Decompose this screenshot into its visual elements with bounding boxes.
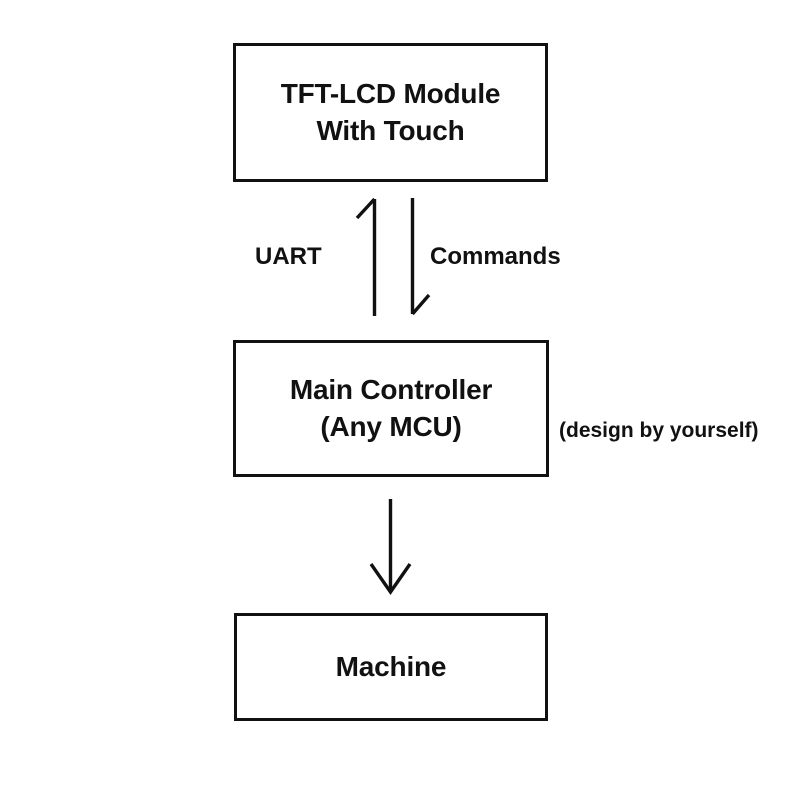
node-tft-lcd-module-line-1: TFT-LCD Module (280, 77, 501, 109)
edge-uart-up-arrow (355, 197, 377, 316)
edge-label-commands: Commands (430, 243, 561, 270)
node-main-controller: Main Controller (Any MCU) (233, 340, 549, 477)
node-main-controller-line-1: Main Controller (289, 373, 493, 405)
edge-commands-down-arrow (410, 198, 431, 316)
edge-controller-to-machine-arrow (369, 499, 412, 595)
node-machine-line-1: Machine (335, 650, 447, 682)
node-main-controller-line-2: (Any MCU) (320, 410, 462, 442)
node-machine: Machine (234, 613, 548, 721)
node-tft-lcd-module-line-2: With Touch (316, 114, 465, 146)
edge-label-uart: UART (255, 243, 322, 270)
node-tft-lcd-module: TFT-LCD Module With Touch (233, 43, 548, 182)
annotation-design-by-yourself: (design by yourself) (559, 419, 759, 442)
